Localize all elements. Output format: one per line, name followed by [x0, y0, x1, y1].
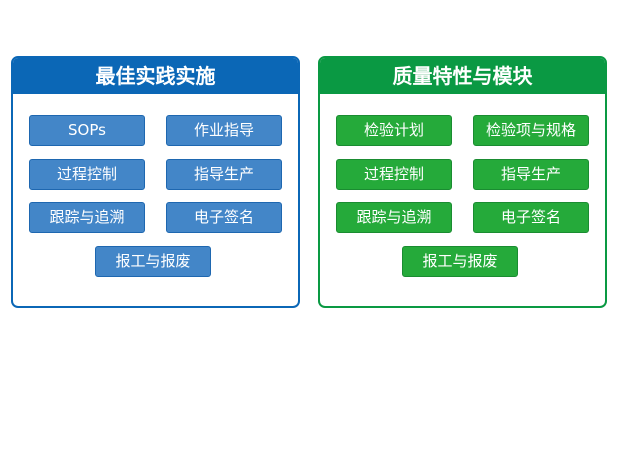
report-scrap-button[interactable]: 报工与报废 [402, 246, 518, 277]
panel-title: 质量特性与模块 [320, 58, 605, 94]
process-control-button[interactable]: 过程控制 [336, 159, 452, 190]
tracking-tracing-button[interactable]: 跟踪与追溯 [336, 202, 452, 233]
sops-button[interactable]: SOPs [29, 115, 145, 146]
guide-production-button[interactable]: 指导生产 [166, 159, 282, 190]
tracking-tracing-button[interactable]: 跟踪与追溯 [29, 202, 145, 233]
guide-production-button[interactable]: 指导生产 [473, 159, 589, 190]
panel-title: 最佳实践实施 [13, 58, 298, 94]
e-signature-button[interactable]: 电子签名 [473, 202, 589, 233]
quality-module-panel: 质量特性与模块 检验计划 检验项与规格 过程控制 指导生产 跟踪与追溯 电子签名… [318, 56, 607, 308]
inspection-spec-button[interactable]: 检验项与规格 [473, 115, 589, 146]
report-scrap-button[interactable]: 报工与报废 [95, 246, 211, 277]
process-control-button[interactable]: 过程控制 [29, 159, 145, 190]
best-practice-panel: 最佳实践实施 SOPs 作业指导 过程控制 指导生产 跟踪与追溯 电子签名 报工… [11, 56, 300, 308]
inspection-plan-button[interactable]: 检验计划 [336, 115, 452, 146]
e-signature-button[interactable]: 电子签名 [166, 202, 282, 233]
work-instruction-button[interactable]: 作业指导 [166, 115, 282, 146]
